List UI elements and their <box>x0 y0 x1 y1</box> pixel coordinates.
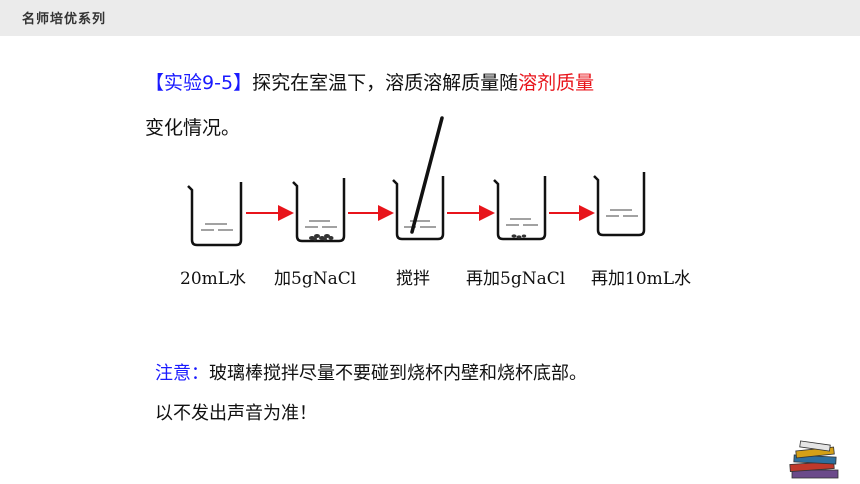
book-stack-icon <box>789 440 839 479</box>
step-label-3: 搅拌 <box>396 269 430 289</box>
step-label-2: 加5gNaCl <box>274 269 357 289</box>
bracket-close: 】 <box>233 72 253 94</box>
note-text: 玻璃棒搅拌尽量不要碰到烧杯内壁和烧杯底部。 <box>209 363 587 384</box>
glass-rod <box>410 116 444 234</box>
beaker-4 <box>493 176 547 241</box>
step-label-4: 再加5gNaCl <box>466 269 566 289</box>
experiment-highlight: 溶剂质量 <box>518 72 595 94</box>
experiment-line-1: 【实验9-5】探究在室温下，溶质溶解质量随溶剂质量 <box>145 68 594 95</box>
salt-crystals-small <box>511 234 527 239</box>
step-label-1: 20mL水 <box>180 269 247 289</box>
experiment-title: 实验9-5 <box>164 72 234 94</box>
salt-crystals <box>309 234 334 241</box>
experiment-text: 探究在室温下，溶质溶解质量随 <box>252 72 519 94</box>
bracket-open: 【 <box>145 72 165 94</box>
note-line-1: 注意：玻璃棒搅拌尽量不要碰到烧杯内壁和烧杯底部。 <box>155 359 587 385</box>
beaker-5 <box>593 172 646 237</box>
beaker-3 <box>392 116 445 241</box>
note-line-2: 以不发出声音为准！ <box>155 403 317 424</box>
step-label-5: 再加10mL水 <box>591 269 692 289</box>
beaker-1 <box>187 182 243 247</box>
header-bar: 名师培优系列 <box>0 0 860 36</box>
note-label: 注意： <box>155 363 209 384</box>
beaker-2 <box>292 178 346 243</box>
experiment-line-2: 变化情况。 <box>145 117 241 139</box>
series-name: 名师培优系列 <box>22 12 107 27</box>
